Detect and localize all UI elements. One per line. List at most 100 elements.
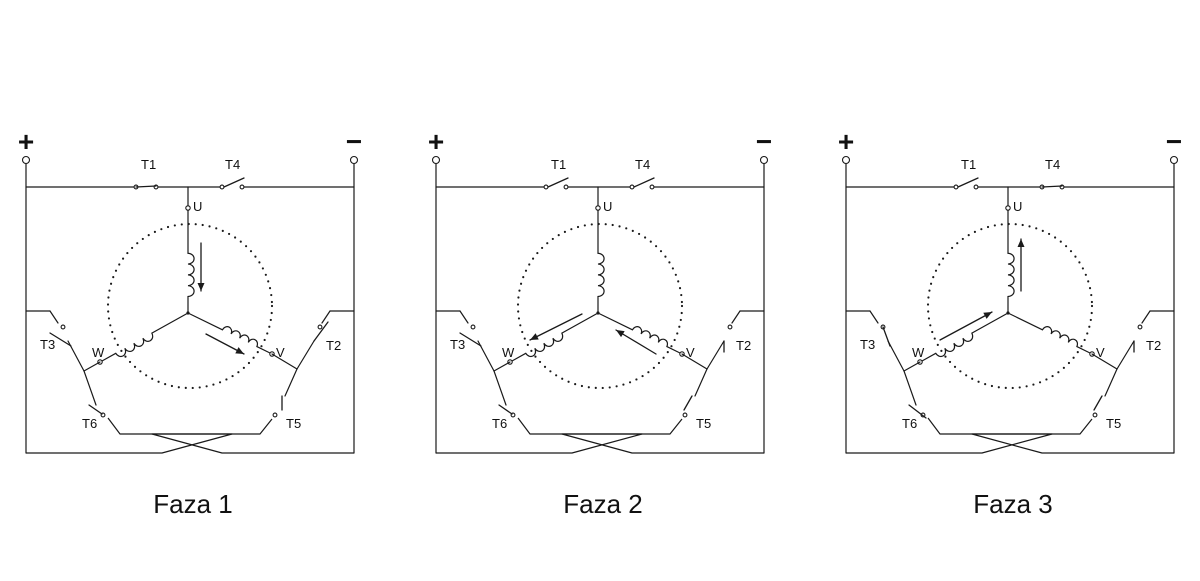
- current-arrow-w-head: [983, 312, 992, 319]
- left-branch-upper: [887, 340, 905, 372]
- terminal-v-label: V: [276, 345, 285, 360]
- plus-terminal-label: +: [838, 126, 854, 157]
- switch-t4-label: T4: [1045, 157, 1060, 172]
- switch-t6-label: T6: [82, 416, 97, 431]
- w-tap: [83, 361, 101, 372]
- switch-t1-contact-left: [543, 184, 549, 190]
- w-tap: [903, 361, 921, 372]
- minus-terminal: [349, 155, 359, 165]
- switch-t2-label: T2: [736, 338, 751, 353]
- plus-terminal-label: +: [18, 126, 34, 157]
- switch-t3-contact: [60, 324, 66, 330]
- switch-t6-label: T6: [492, 416, 507, 431]
- current-arrow-u-head: [197, 283, 205, 291]
- minus-terminal-label: −: [1166, 126, 1182, 157]
- terminal-u: [185, 205, 191, 211]
- switch-t3-blade: [49, 332, 72, 347]
- v-tap: [271, 353, 298, 370]
- rotor-circle: [926, 222, 1094, 390]
- switch-t5-blade: [683, 395, 693, 411]
- w-tap: [493, 361, 511, 372]
- left-branch-lower: [903, 370, 917, 406]
- switch-t5-label: T5: [286, 416, 301, 431]
- switch-t5-blade: [1093, 395, 1103, 411]
- winding-u: [187, 210, 195, 313]
- current-arrow-v-head: [235, 347, 244, 354]
- minus-terminal: [1169, 155, 1179, 165]
- current-arrow-u-head: [1017, 239, 1025, 247]
- star-point: [596, 311, 600, 315]
- terminal-u: [1005, 205, 1011, 211]
- winding-w: [921, 312, 1009, 362]
- left-branch-lower: [83, 370, 97, 406]
- phase-title: Faza 3: [973, 489, 1053, 519]
- right-branch-lower: [1104, 368, 1118, 397]
- switch-t1-label: T1: [141, 157, 156, 172]
- right-branch-upper: [706, 340, 725, 370]
- switch-t4-contact-right: [239, 184, 245, 190]
- switch-t2-contact: [727, 324, 733, 330]
- switch-t3-label: T3: [40, 337, 55, 352]
- bottom-wire-right: [151, 418, 354, 454]
- right-branch-lower: [694, 368, 708, 397]
- switch-t3-blade: [882, 326, 891, 347]
- winding-v: [187, 312, 271, 354]
- switch-t1-contact-right: [563, 184, 569, 190]
- current-arrow-w: [529, 313, 583, 341]
- terminal-v-label: V: [686, 345, 695, 360]
- switch-t2-contact: [1137, 324, 1143, 330]
- switch-t4-contact-left: [219, 184, 225, 190]
- left-tap-drop: [869, 310, 879, 324]
- star-point: [186, 311, 190, 315]
- plus-terminal: [431, 155, 441, 165]
- right-branch-upper: [1116, 340, 1135, 370]
- left-branch-lower: [493, 370, 507, 406]
- switch-t5-label: T5: [1106, 416, 1121, 431]
- switch-t3-contact: [470, 324, 476, 330]
- terminal-u-label: U: [193, 199, 202, 214]
- plus-terminal-label: +: [428, 126, 444, 157]
- right-tap-drop: [321, 310, 331, 324]
- switch-t1-blade: [135, 185, 157, 188]
- minus-terminal-label: −: [756, 126, 772, 157]
- switch-t2-contact: [317, 324, 323, 330]
- winding-v: [597, 312, 681, 354]
- terminal-w-label: W: [502, 345, 515, 360]
- switch-t4-blade: [633, 177, 655, 188]
- left-tap-drop: [49, 310, 59, 324]
- winding-v: [1007, 312, 1091, 354]
- switch-t1-contact-right: [973, 184, 979, 190]
- plus-terminal: [21, 155, 31, 165]
- left-tap-drop: [459, 310, 469, 324]
- switch-t2-blade: [313, 321, 329, 342]
- star-point: [1006, 311, 1010, 315]
- switch-t3-blade: [459, 332, 482, 347]
- switch-t6-blade: [908, 404, 927, 419]
- rotor-circle: [106, 222, 274, 390]
- current-arrow-v-head: [616, 330, 625, 338]
- bottom-wire-right: [561, 418, 764, 454]
- switch-t2-label: T2: [1146, 338, 1161, 353]
- switch-t4-label: T4: [225, 157, 240, 172]
- switch-t4-contact-left: [629, 184, 635, 190]
- terminal-u-label: U: [1013, 199, 1022, 214]
- v-tap: [1091, 353, 1118, 370]
- switch-t5-label: T5: [696, 416, 711, 431]
- winding-u: [1007, 210, 1015, 313]
- current-arrow-w: [939, 311, 993, 341]
- v-tap: [681, 353, 708, 370]
- right-tap-drop: [1141, 310, 1151, 324]
- switch-t3-label: T3: [860, 337, 875, 352]
- terminal-w-label: W: [92, 345, 105, 360]
- terminal-w-label: W: [912, 345, 925, 360]
- switch-t5-contact: [682, 412, 688, 418]
- current-arrow-w-head: [530, 333, 539, 340]
- switch-t4-blade: [223, 177, 245, 188]
- phase-title: Faza 2: [563, 489, 643, 519]
- terminal-u: [595, 205, 601, 211]
- switch-t5-contact: [1092, 412, 1098, 418]
